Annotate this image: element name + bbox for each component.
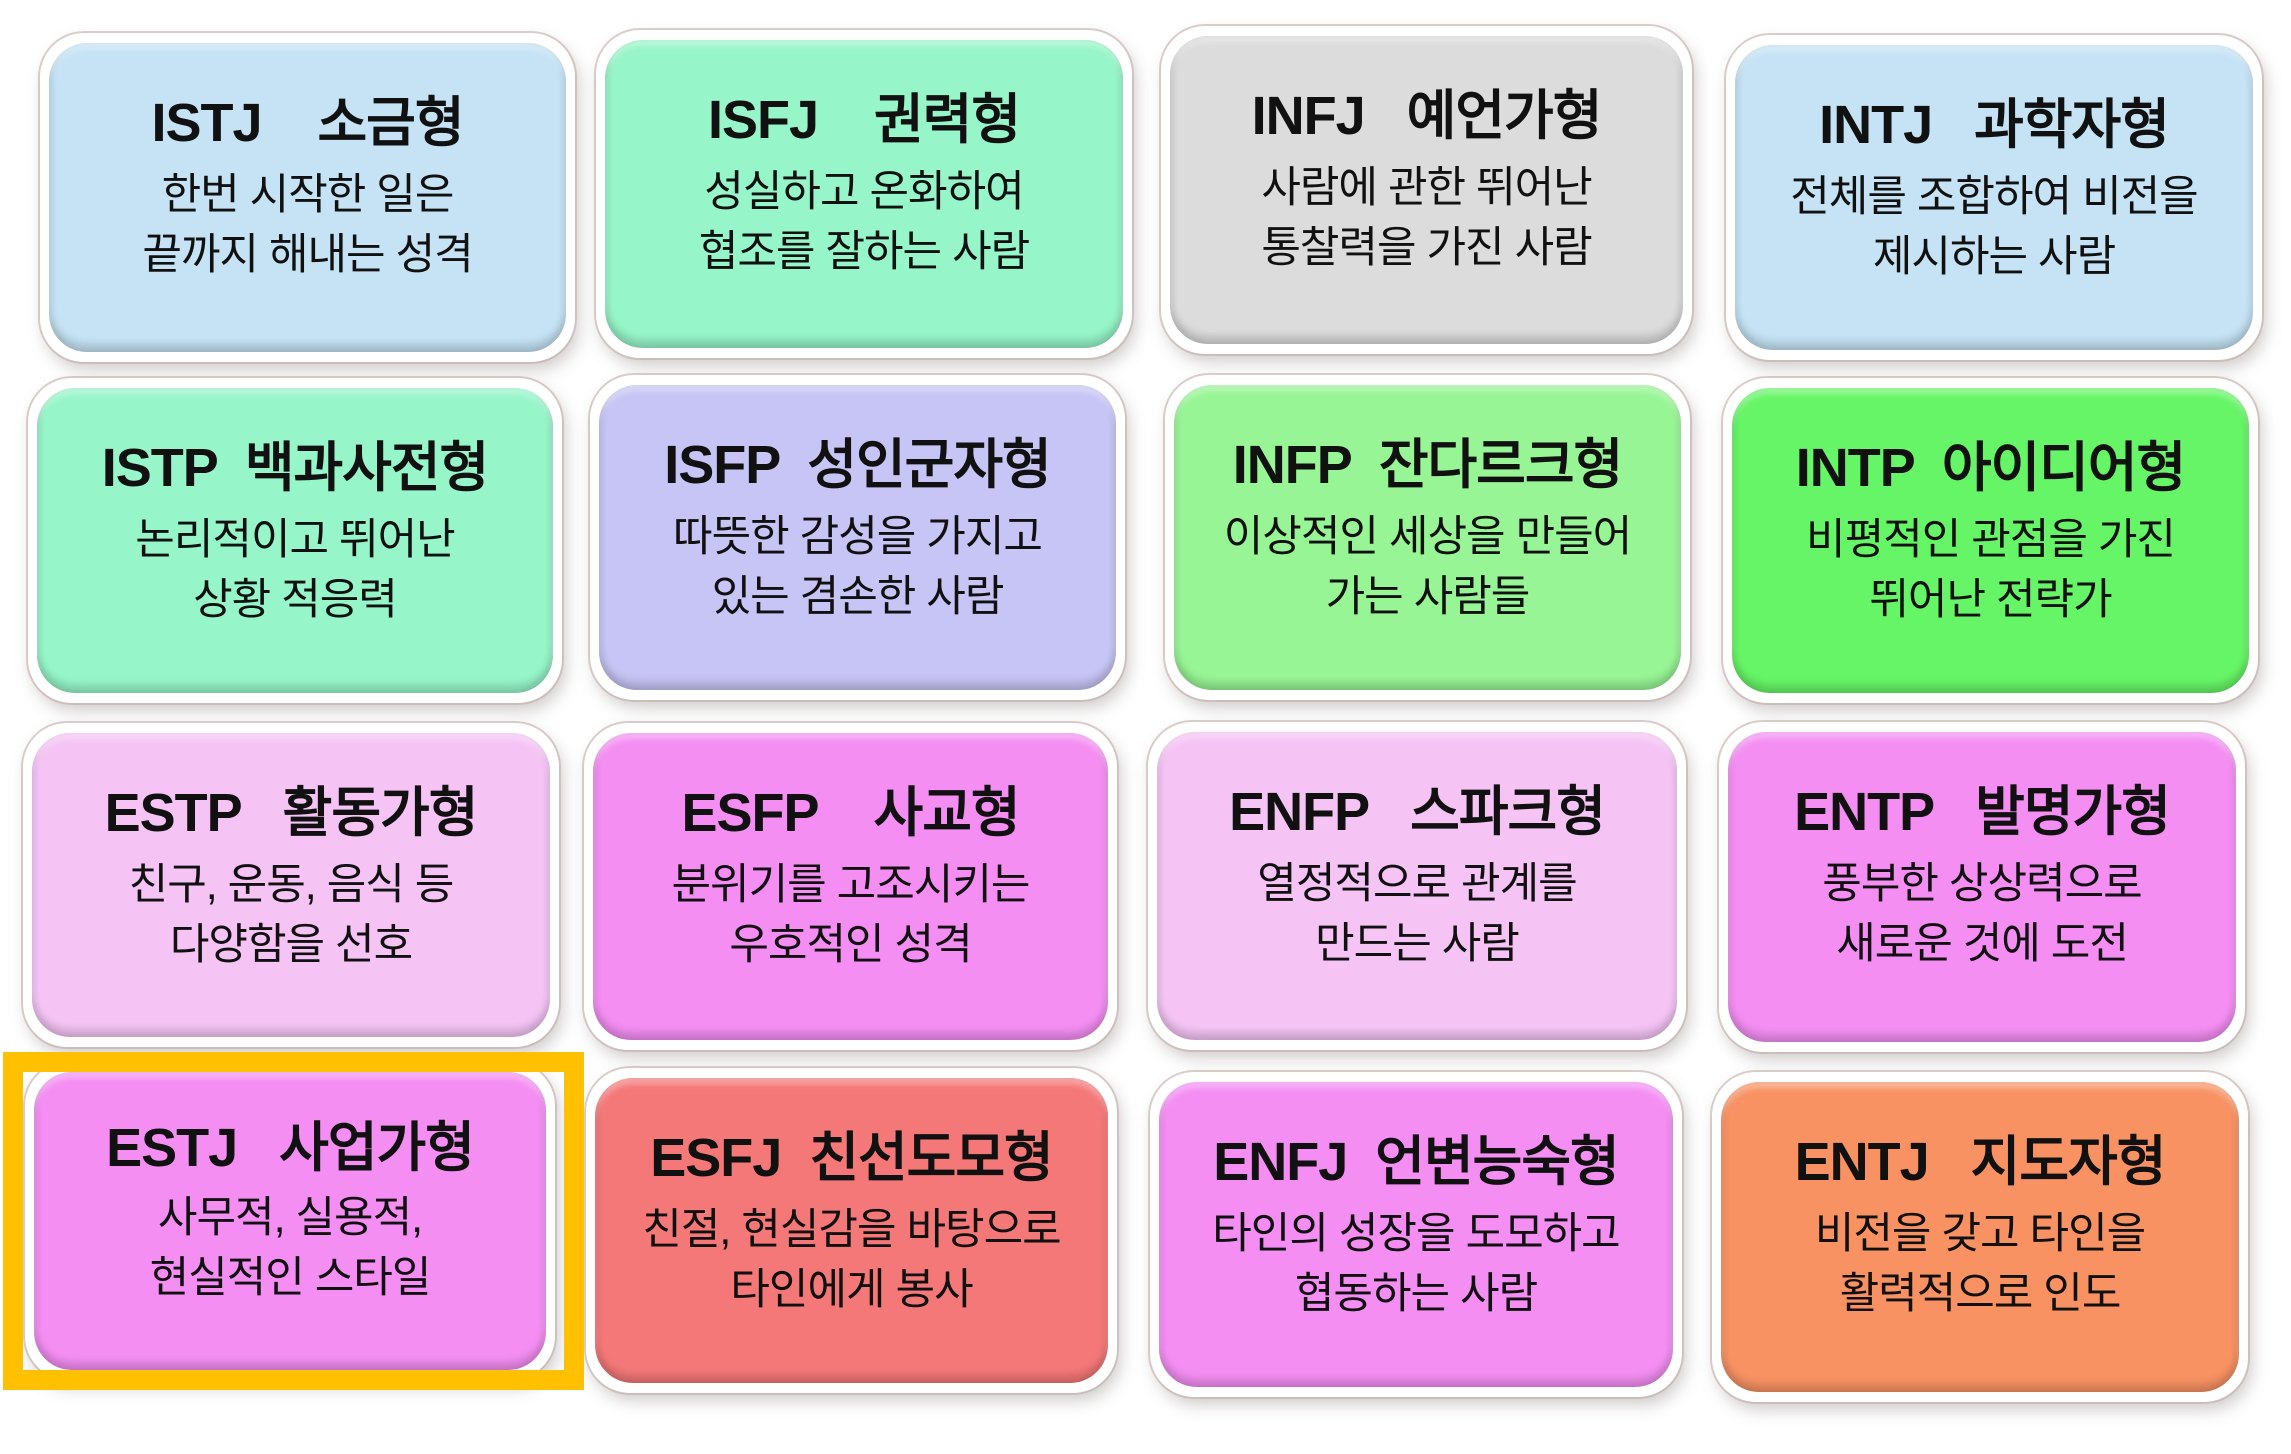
card-estp-description-line-1: 친구, 운동, 음식 등 <box>128 861 455 909</box>
card-istp-face: ISTP 백과사전형 논리적이고 뛰어난 상황 적응력 <box>37 388 553 693</box>
card-esfj[interactable]: ESFJ 친선도모형 친절, 현실감을 바탕으로 타인에게 봉사 <box>586 1068 1117 1393</box>
card-istp-description-line-2: 상황 적응력 <box>193 576 398 624</box>
card-istp-description-line-1: 논리적이고 뛰어난 <box>135 516 455 564</box>
card-enfj-face: ENFJ 언변능숙형 타인의 성장을 도모하고 협동하는 사람 <box>1159 1082 1673 1387</box>
card-entp[interactable]: ENTP 발명가형 풍부한 상상력으로 새로운 것에 도전 <box>1719 722 2245 1052</box>
card-istp[interactable]: ISTP 백과사전형 논리적이고 뛰어난 상황 적응력 <box>28 378 562 703</box>
card-istp-title: ISTP 백과사전형 <box>101 438 489 498</box>
card-isfj-title: ISFJ 권력형 <box>707 90 1021 150</box>
card-intj[interactable]: INTJ 과학자형 전체를 조합하여 비전을 제시하는 사람 <box>1726 35 2262 360</box>
card-enfj-description-line-2: 협동하는 사람 <box>1294 1270 1538 1318</box>
card-estj-description-line-2: 현실적인 스타일 <box>149 1254 432 1302</box>
card-istj[interactable]: ISTJ 소금형 한번 시작한 일은 끝까지 해내는 성격 <box>40 33 575 362</box>
card-estj-title: ESTJ 사업가형 <box>106 1118 475 1178</box>
card-istj-face: ISTJ 소금형 한번 시작한 일은 끝까지 해내는 성격 <box>49 43 566 352</box>
card-estj[interactable]: ESTJ 사업가형 사무적, 실용적, 현실적인 스타일 <box>25 1062 555 1380</box>
card-isfj-description-line-1: 성실하고 온화하여 <box>704 168 1024 216</box>
card-enfp-title: ENFP 스파크형 <box>1229 782 1606 842</box>
card-isfp-description-line-2: 있는 겸손한 사람 <box>711 573 1005 621</box>
card-entp-title: ENTP 발명가형 <box>1794 782 2171 842</box>
card-esfp-face: ESFP 사교형 분위기를 고조시키는 우호적인 성격 <box>593 733 1108 1040</box>
card-isfp[interactable]: ISFP 성인군자형 따뜻한 감성을 가지고 있는 겸손한 사람 <box>590 375 1125 700</box>
card-enfj-title: ENFJ 언변능숙형 <box>1213 1132 1619 1192</box>
card-esfp-description-line-2: 우호적인 성격 <box>729 921 972 969</box>
card-entp-description-line-2: 새로운 것에 도전 <box>1836 920 2129 968</box>
card-intp[interactable]: INTP 아이디어형 비평적인 관점을 가진 뛰어난 전략가 <box>1723 378 2258 703</box>
card-entp-description-line-1: 풍부한 상상력으로 <box>1822 860 2142 908</box>
card-esfj-description-line-1: 친절, 현실감을 바탕으로 <box>642 1206 1061 1254</box>
card-infp-description-line-2: 가는 사람들 <box>1325 573 1531 621</box>
card-enfj-description-line-1: 타인의 성장을 도모하고 <box>1212 1210 1621 1258</box>
card-entj[interactable]: ENTJ 지도자형 비전을 갖고 타인을 활력적으로 인도 <box>1712 1072 2248 1402</box>
card-esfj-face: ESFJ 친선도모형 친절, 현실감을 바탕으로 타인에게 봉사 <box>595 1078 1108 1383</box>
card-intp-description-line-2: 뛰어난 전략가 <box>1869 576 2112 624</box>
card-intp-description-line-1: 비평적인 관점을 가진 <box>1806 516 2176 564</box>
card-isfp-description-line-1: 따뜻한 감성을 가지고 <box>673 513 1043 561</box>
card-istj-description-line-1: 한번 시작한 일은 <box>161 171 455 219</box>
card-istj-description-line-2: 끝까지 해내는 성격 <box>142 231 473 279</box>
card-intj-description-line-2: 제시하는 사람 <box>1872 233 2116 281</box>
card-estj-face: ESTJ 사업가형 사무적, 실용적, 현실적인 스타일 <box>34 1072 546 1370</box>
card-esfj-description-line-2: 타인에게 봉사 <box>730 1266 973 1314</box>
card-entj-description-line-2: 활력적으로 인도 <box>1839 1270 2122 1318</box>
card-isfj[interactable]: ISFJ 권력형 성실하고 온화하여 협조를 잘하는 사람 <box>596 30 1132 358</box>
card-infj[interactable]: INFJ 예언가형 사람에 관한 뛰어난 통찰력을 가진 사람 <box>1161 26 1692 354</box>
card-isfj-face: ISFJ 권력형 성실하고 온화하여 협조를 잘하는 사람 <box>605 40 1123 348</box>
card-infp[interactable]: INFP 잔다르크형 이상적인 세상을 만들어 가는 사람들 <box>1165 375 1690 700</box>
card-intj-face: INTJ 과학자형 전체를 조합하여 비전을 제시하는 사람 <box>1735 45 2253 350</box>
card-entj-title: ENTJ 지도자형 <box>1794 1132 2167 1192</box>
card-infj-title: INFJ 예언가형 <box>1251 86 1603 146</box>
card-infp-face: INFP 잔다르크형 이상적인 세상을 만들어 가는 사람들 <box>1174 385 1681 690</box>
card-infp-title: INFP 잔다르크형 <box>1232 435 1623 495</box>
card-esfp-title: ESFP 사교형 <box>681 783 1020 843</box>
card-estp-description-line-2: 다양함을 선호 <box>169 921 413 969</box>
card-infj-face: INFJ 예언가형 사람에 관한 뛰어난 통찰력을 가진 사람 <box>1170 36 1683 344</box>
card-isfp-title: ISFP 성인군자형 <box>664 435 1051 495</box>
card-entj-description-line-1: 비전을 갖고 타인을 <box>1814 1210 2146 1258</box>
card-isfp-face: ISFP 성인군자형 따뜻한 감성을 가지고 있는 겸손한 사람 <box>599 385 1116 690</box>
card-enfp-description-line-1: 열정적으로 관계를 <box>1257 860 1577 908</box>
card-enfp-description-line-2: 만드는 사람 <box>1315 920 1520 968</box>
card-infj-description-line-2: 통찰력을 가진 사람 <box>1261 224 1592 272</box>
card-intj-title: INTJ 과학자형 <box>1819 95 2170 155</box>
card-esfj-title: ESFJ 친선도모형 <box>650 1128 1053 1188</box>
card-entj-face: ENTJ 지도자형 비전을 갖고 타인을 활력적으로 인도 <box>1721 1082 2239 1392</box>
card-enfj[interactable]: ENFJ 언변능숙형 타인의 성장을 도모하고 협동하는 사람 <box>1150 1072 1682 1397</box>
card-esfp-description-line-1: 분위기를 고조시키는 <box>671 861 1031 909</box>
card-estp-face: ESTP 활동가형 친구, 운동, 음식 등 다양함을 선호 <box>32 733 550 1037</box>
card-entp-face: ENTP 발명가형 풍부한 상상력으로 새로운 것에 도전 <box>1728 732 2236 1042</box>
card-estj-description-line-1: 사무적, 실용적, <box>157 1194 423 1242</box>
card-enfp[interactable]: ENFP 스파크형 열정적으로 관계를 만드는 사람 <box>1148 722 1686 1050</box>
card-intj-description-line-1: 전체를 조합하여 비전을 <box>1790 173 2199 221</box>
card-esfp[interactable]: ESFP 사교형 분위기를 고조시키는 우호적인 성격 <box>584 723 1117 1050</box>
card-estp[interactable]: ESTP 활동가형 친구, 운동, 음식 등 다양함을 선호 <box>23 723 559 1047</box>
card-infj-description-line-1: 사람에 관한 뛰어난 <box>1261 164 1592 212</box>
card-estp-title: ESTP 활동가형 <box>104 783 479 843</box>
card-istj-title: ISTJ 소금형 <box>151 93 464 153</box>
card-isfj-description-line-2: 협조를 잘하는 사람 <box>698 228 1030 276</box>
card-intp-face: INTP 아이디어형 비평적인 관점을 가진 뛰어난 전략가 <box>1732 388 2249 693</box>
card-infp-description-line-1: 이상적인 세상을 만들어 <box>1223 513 1633 561</box>
card-enfp-face: ENFP 스파크형 열정적으로 관계를 만드는 사람 <box>1157 732 1677 1040</box>
card-intp-title: INTP 아이디어형 <box>1795 438 2186 498</box>
